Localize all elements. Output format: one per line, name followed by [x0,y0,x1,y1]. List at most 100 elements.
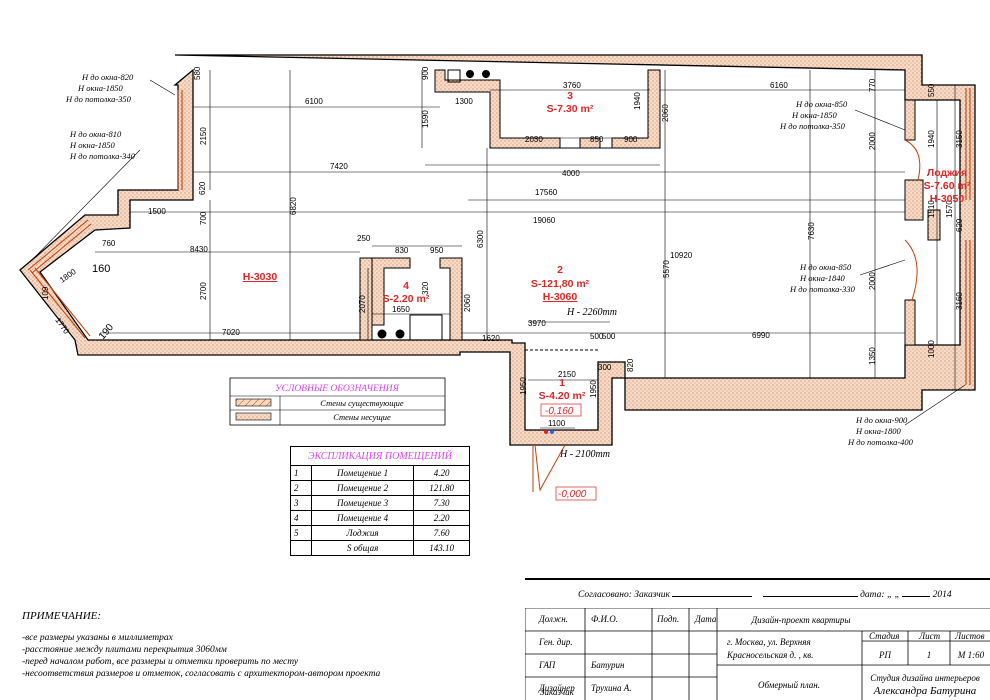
dim-770: 770 [868,78,877,92]
dim-580: 580 [193,66,202,80]
room-labels: 3 S-7.30 m² 4 S-2.20 m² 2 S-121,80 m² H-… [243,90,971,402]
dim-850: 850 [590,135,604,144]
dim-3150: 3150 [955,130,964,148]
stamp-customer-label: Заказчик [540,687,574,697]
dim-1940b: 1940 [927,130,936,148]
svg-text:М 1:60: М 1:60 [957,650,985,660]
dim-1350: 1350 [868,347,877,365]
room-3-area: S-7.30 m² [547,103,594,115]
dim-3760: 3760 [563,81,581,90]
explication-title: ЭКСПЛИКАЦИЯ ПОМЕЩЕНИЙ [290,446,470,466]
dim-6990: 6990 [752,331,770,340]
dim-1800: 1800 [58,267,78,285]
dim-900b: 900 [624,135,638,144]
dim-950: 950 [430,246,444,255]
dim-2700: 2700 [199,282,208,300]
svg-text:H до окна-810: H до окна-810 [69,129,122,139]
note-line: -несоответствия размеров и отметок, согл… [22,669,381,679]
approval-line: Согласовано: Заказчик дата: „ „ 2014 [578,590,988,600]
level-mark-0000: -0,000 [558,489,587,500]
svg-text:H до потолка-350: H до потолка-350 [779,121,846,131]
dim-820: 820 [626,358,635,372]
dim-6820: 6820 [289,197,298,215]
plumbing-fixtures [377,69,554,434]
dim-500b: 500 [602,332,616,341]
svg-text:Стадия: Стадия [869,631,899,641]
loggia-partition [904,99,941,346]
window-notes: H до окна-820 H окна-1850 H до потолка-3… [65,72,914,447]
dim-550: 550 [927,83,936,97]
dim-190: 190 [97,322,116,342]
svg-text:Дизайн-проект квартиры: Дизайн-проект квартиры [750,615,850,625]
dim-760: 760 [102,239,116,248]
svg-text:ГАП: ГАП [538,660,556,670]
legend: УСЛОВНЫЕ ОБОЗНАЧЕНИЯ Стены существующие … [229,377,446,426]
dim-500: 500 [590,332,604,341]
room-4-area: S-2.20 m² [383,293,430,305]
doors [532,139,921,492]
dim-620b: 620 [955,218,964,232]
dim-19060: 19060 [533,216,556,225]
dimension-lines [95,70,956,429]
height-3030: H-3030 [243,271,278,283]
svg-text:Дизайнер: Дизайнер [538,683,575,693]
dim-1950b: 1950 [589,380,598,398]
dim-4000: 4000 [562,169,580,178]
dim-2070: 2070 [358,295,367,313]
svg-text:H окна-1800: H окна-1800 [855,426,902,436]
svg-text:H до окна-900: H до окна-900 [855,415,908,425]
loggia-windows [27,88,971,385]
svg-text:Лист: Лист [918,631,941,641]
dim-250: 250 [357,234,371,243]
dim-700: 700 [199,211,208,225]
dim-10920: 10920 [670,251,693,260]
title-block: Должн. Ф.И.О. Подп. Дата Ген. дир. ГАП Д… [525,608,990,700]
window-leaders [29,79,966,426]
svg-text:Ф.И.О.: Ф.И.О. [591,614,618,624]
svg-text:Обмерный план.: Обмерный план. [758,680,820,690]
legend-existing-walls: Стены существующие [320,398,404,408]
dim-2060: 2060 [463,294,472,312]
dim-620: 620 [198,181,207,195]
dim-2060b: 2060 [661,104,670,122]
approval-customer: Согласовано: Заказчик [578,590,670,600]
note-line: -перед началом работ, все размеры и отме… [22,657,299,667]
svg-text:H окна-1850: H окна-1850 [791,110,838,120]
room-2-number: 2 [557,264,563,276]
level-mark-0160: -0,160 [545,406,574,417]
interior-walls [359,69,661,341]
svg-text:Должн.: Должн. [538,614,568,624]
dim-1620: 1620 [482,334,500,343]
room-3-number: 3 [567,90,573,102]
svg-text:H до окна-850: H до окна-850 [799,262,852,272]
dim-1100: 1100 [548,419,566,428]
legend-bearing-walls: Стены несущие [333,412,391,422]
dim-17560: 17560 [535,188,558,197]
exterior-walls [19,54,976,446]
dim-2000b: 2000 [868,272,877,290]
dim-160: 160 [92,263,110,275]
dim-7630: 7630 [807,222,816,240]
dim-900: 900 [421,66,430,80]
dim-1590: 1590 [421,110,430,128]
dim-1950: 1950 [519,377,528,395]
height-notes: H - 2260mm H - 2100mm [559,307,617,460]
openings [525,147,600,351]
svg-text:1: 1 [927,650,932,660]
loggia-area: S-7.60 m² [924,180,971,192]
dim-7420: 7420 [330,162,348,171]
approval-date: дата: „ „ [860,590,900,600]
note-line: -расстояние между плитами перекрытия 306… [22,645,227,655]
notes-title: ПРИМЕЧАНИЕ: [22,610,102,622]
level-marks: -0,160 -0,000 [540,403,597,501]
svg-text:Александра Батурина: Александра Батурина [873,685,977,697]
dim-1500: 1500 [148,207,166,216]
dim-1570: 1570 [945,200,954,218]
dim-1940: 1940 [633,92,642,110]
svg-text:Дата: Дата [694,614,717,624]
dim-3160: 3160 [955,292,964,310]
